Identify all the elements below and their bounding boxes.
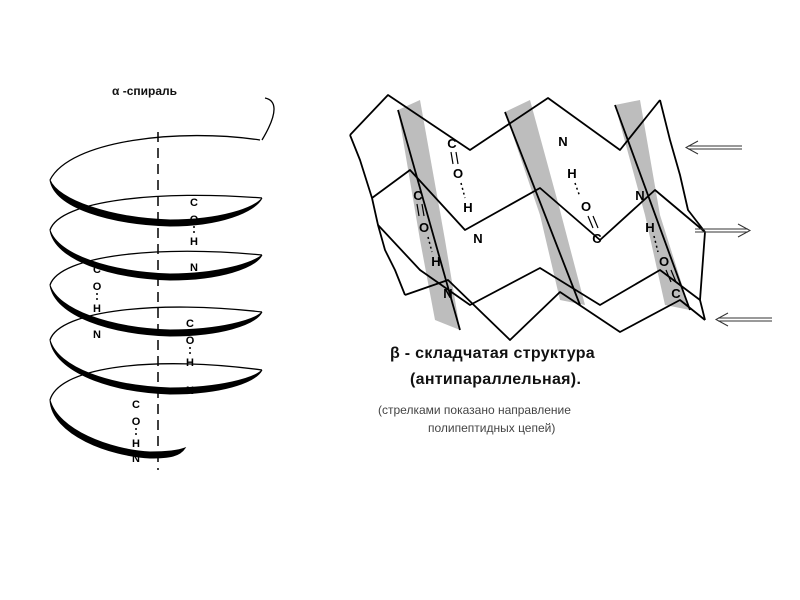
helix-o-label-3: O — [186, 335, 195, 347]
helix-c-label-1: C — [190, 197, 198, 209]
beta-pleat-shading — [398, 100, 690, 330]
beta-n-label-3: N — [558, 134, 567, 149]
beta-c-label-3: C — [592, 231, 602, 246]
arrow-left-icon — [714, 312, 772, 327]
beta-h-label-4: H — [645, 220, 654, 235]
beta-h-label-3: H — [567, 166, 576, 181]
beta-sheet-note-line2: полипептидных цепей) — [428, 421, 556, 435]
beta-o-label-4: O — [659, 254, 669, 269]
helix-front-ribbons — [49, 179, 263, 459]
helix-bond-group-3: C O H N — [186, 318, 195, 397]
beta-sheet-title: β - складчатая структура — [390, 345, 596, 362]
helix-h-label-4: H — [132, 438, 140, 450]
beta-atoms: C O H N C O H N N H O C N H O C — [413, 134, 681, 301]
helix-n-label-4: N — [132, 453, 140, 465]
helix-c-label-4: C — [132, 399, 140, 411]
beta-sheet-outline — [349, 94, 706, 341]
helix-bond-group-4: C O H N — [132, 399, 141, 465]
helix-c-label-2: C — [93, 264, 101, 276]
helix-hbond-dots — [96, 226, 195, 438]
beta-c-label-4: C — [671, 286, 681, 301]
helix-c-label-3: C — [186, 318, 194, 330]
beta-direction-arrows — [684, 140, 772, 327]
helix-h-label-1: H — [190, 236, 198, 248]
helix-n-label-3: N — [186, 385, 194, 397]
helix-o-label-1: O — [190, 214, 199, 226]
beta-n-label-4: N — [635, 188, 644, 203]
beta-double-bonds — [416, 151, 677, 283]
beta-h-label-1: H — [463, 200, 472, 215]
helix-bond-group-1: C O H N — [190, 197, 199, 274]
beta-sheet-note-line1: (стрелками показано направление — [378, 403, 571, 417]
helix-bond-group-2: C O H N — [93, 264, 102, 341]
helix-back-strands — [49, 97, 275, 401]
helix-o-label-2: O — [93, 281, 102, 293]
arrow-right-icon — [695, 223, 752, 238]
beta-o-label-3: O — [581, 199, 591, 214]
beta-o-label-2: O — [419, 220, 429, 235]
arrow-left-icon — [684, 140, 742, 155]
alpha-helix-title: α -спираль — [112, 84, 178, 98]
beta-sheet-subtitle: (антипараллельная). — [410, 371, 582, 388]
helix-n-label-1: N — [190, 262, 198, 274]
helix-h-label-3: H — [186, 357, 194, 369]
beta-h-label-2: H — [431, 254, 440, 269]
beta-n-label-1: N — [473, 231, 482, 246]
helix-n-label-2: N — [93, 329, 101, 341]
beta-n-label-2: N — [443, 286, 452, 301]
beta-c-label-2: C — [413, 188, 423, 203]
helix-h-label-2: H — [93, 303, 101, 315]
helix-o-label-4: O — [132, 416, 141, 428]
beta-o-label-1: O — [453, 166, 463, 181]
beta-c-label-1: C — [447, 136, 457, 151]
